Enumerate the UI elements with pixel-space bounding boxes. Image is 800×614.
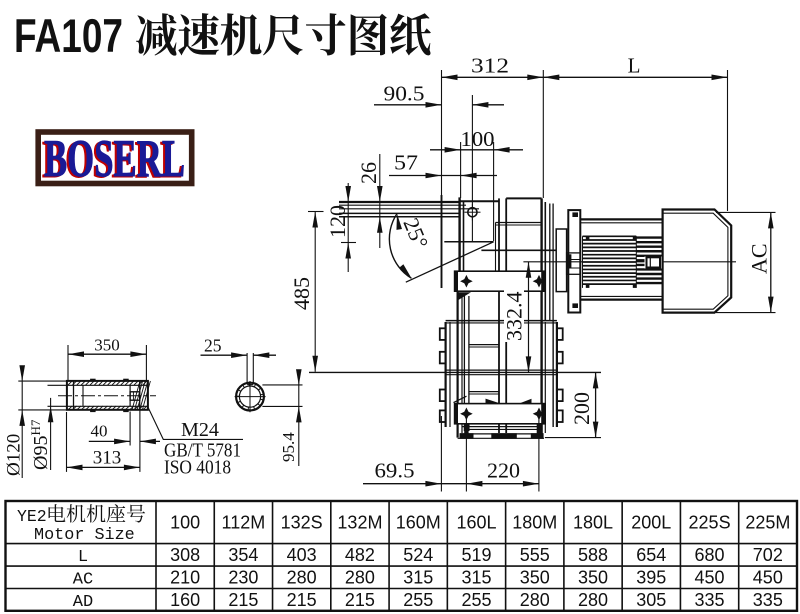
- svg-text:100: 100: [170, 513, 200, 533]
- svg-text:AC: AC: [73, 571, 93, 590]
- svg-text:160M: 160M: [396, 513, 441, 533]
- svg-text:305: 305: [636, 590, 666, 610]
- svg-text:354: 354: [228, 545, 258, 565]
- svg-text:BOSERL: BOSERL: [44, 130, 185, 188]
- svg-text:230: 230: [228, 568, 258, 588]
- svg-text:40: 40: [91, 422, 108, 441]
- svg-text:Ø120: Ø120: [4, 434, 25, 476]
- svg-text:M24: M24: [181, 419, 219, 441]
- svg-text:450: 450: [753, 568, 783, 588]
- svg-text:312: 312: [471, 54, 509, 78]
- svg-text:702: 702: [753, 545, 783, 565]
- svg-text:315: 315: [461, 568, 491, 588]
- svg-text:313: 313: [93, 448, 122, 469]
- svg-text:ISO 4018: ISO 4018: [164, 457, 231, 479]
- svg-text:Motor Size: Motor Size: [34, 526, 135, 545]
- svg-text:210: 210: [170, 568, 200, 588]
- svg-text:25: 25: [204, 336, 222, 356]
- svg-text:AC: AC: [747, 243, 772, 274]
- svg-text:315: 315: [403, 568, 433, 588]
- svg-text:L: L: [628, 54, 641, 78]
- svg-text:26: 26: [356, 162, 381, 184]
- svg-text:654: 654: [636, 545, 666, 565]
- svg-text:180L: 180L: [573, 513, 613, 533]
- svg-text:308: 308: [170, 545, 200, 565]
- svg-text:112M: 112M: [222, 513, 266, 533]
- svg-text:132S: 132S: [281, 513, 323, 533]
- svg-text:225M: 225M: [745, 513, 790, 533]
- svg-text:L: L: [78, 548, 88, 567]
- svg-text:BOSERL: BOSERL: [42, 131, 183, 189]
- svg-text:524: 524: [403, 545, 433, 565]
- svg-text:680: 680: [695, 545, 725, 565]
- svg-text:220: 220: [487, 459, 520, 483]
- svg-text:AD: AD: [73, 593, 93, 612]
- svg-text:69.5: 69.5: [375, 459, 415, 483]
- svg-text:255: 255: [403, 590, 433, 610]
- svg-text:280: 280: [578, 590, 608, 610]
- svg-text:160L: 160L: [456, 513, 496, 533]
- svg-text:255: 255: [461, 590, 491, 610]
- svg-text:160: 160: [170, 590, 200, 610]
- svg-text:180M: 180M: [512, 513, 557, 533]
- svg-text:215: 215: [228, 590, 258, 610]
- svg-text:350: 350: [94, 336, 120, 355]
- svg-text:482: 482: [345, 545, 375, 565]
- svg-text:95.4: 95.4: [279, 432, 298, 462]
- svg-text:132M: 132M: [337, 513, 382, 533]
- svg-text:90.5: 90.5: [384, 82, 425, 106]
- svg-text:280: 280: [520, 590, 550, 610]
- svg-text:200: 200: [569, 392, 594, 425]
- svg-text:280: 280: [287, 568, 317, 588]
- svg-text:519: 519: [461, 545, 491, 565]
- svg-text:120: 120: [325, 205, 350, 238]
- svg-text:350: 350: [578, 568, 608, 588]
- svg-text:280: 280: [345, 568, 375, 588]
- svg-text:YE2: YE2: [17, 507, 47, 526]
- svg-text:395: 395: [636, 568, 666, 588]
- svg-text:335: 335: [753, 590, 783, 610]
- svg-text:215: 215: [287, 590, 317, 610]
- svg-text:350: 350: [520, 568, 550, 588]
- svg-text:215: 215: [345, 590, 375, 610]
- svg-text:FA107: FA107: [14, 9, 123, 62]
- svg-text:100: 100: [461, 127, 495, 151]
- svg-text:555: 555: [520, 545, 550, 565]
- svg-text:335: 335: [695, 590, 725, 610]
- svg-text:588: 588: [578, 545, 608, 565]
- svg-text:485: 485: [289, 277, 314, 310]
- svg-text:332.4: 332.4: [502, 292, 527, 342]
- svg-text:57: 57: [394, 151, 418, 175]
- svg-text:GB/T 5781: GB/T 5781: [164, 440, 241, 462]
- svg-text:200L: 200L: [631, 513, 671, 533]
- svg-text:225S: 225S: [689, 513, 731, 533]
- svg-text:450: 450: [695, 568, 725, 588]
- svg-text:403: 403: [287, 545, 317, 565]
